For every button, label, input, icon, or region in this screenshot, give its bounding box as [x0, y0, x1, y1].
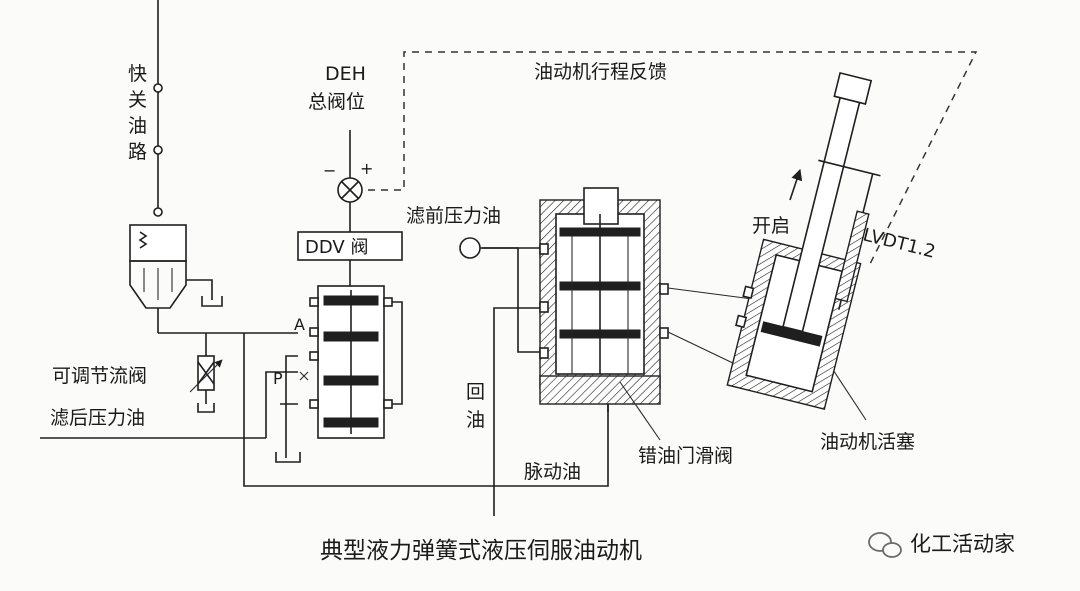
hydraulic-actuator — [726, 71, 881, 410]
lvdt-label: LVDT1.2 — [861, 224, 938, 262]
stroke-feedback-label: 油动机行程反馈 — [534, 61, 667, 83]
fast-trip-char-3: 油 — [128, 115, 147, 137]
port-p-label: P — [273, 369, 283, 388]
fast-trip-char-4: 路 — [128, 141, 147, 163]
ddv-valve-label: DDV 阀 — [305, 237, 368, 258]
open-direction-arrow — [789, 168, 803, 201]
caption: 典型液力弹簧式液压伺服油动机 — [320, 538, 642, 564]
spool-valve — [459, 187, 669, 412]
summing-minus-sign: − — [323, 161, 336, 180]
oil-lines — [40, 247, 609, 516]
labels: 快 关 油 路 DEH 总阀位 − + DDV 阀 A P 可调节流阀 滤后压力… — [50, 61, 938, 564]
return-oil-char-2: 油 — [466, 409, 485, 431]
summing-plus-sign: + — [360, 159, 373, 178]
adjustable-throttle-label: 可调节流阀 — [52, 365, 147, 387]
deh-label-line1: DEH — [325, 63, 366, 85]
spool-valve-label: 错油门滑阀 — [638, 445, 733, 467]
stroke-feedback-line — [368, 51, 978, 269]
wechat-icon — [868, 532, 902, 558]
watermark: 化工活动家 — [868, 532, 1015, 558]
return-oil-char-1: 回 — [466, 381, 485, 403]
pulse-oil-label: 脉动油 — [524, 461, 581, 483]
filtered-oil-label: 滤后压力油 — [50, 407, 145, 429]
open-label: 开启 — [752, 215, 790, 237]
deh-label-line2: 总阀位 — [308, 91, 365, 113]
fast-trip-branch — [129, 0, 223, 333]
fast-trip-char-1: 快 — [128, 63, 147, 85]
fast-trip-char-2: 关 — [128, 89, 147, 111]
actuator-piston-label: 油动机活塞 — [820, 431, 915, 453]
port-a-label: A — [294, 315, 305, 334]
ddv-assembly — [275, 130, 403, 463]
watermark-text: 化工活动家 — [910, 532, 1015, 556]
prefilter-oil-label: 滤前压力油 — [406, 205, 501, 227]
